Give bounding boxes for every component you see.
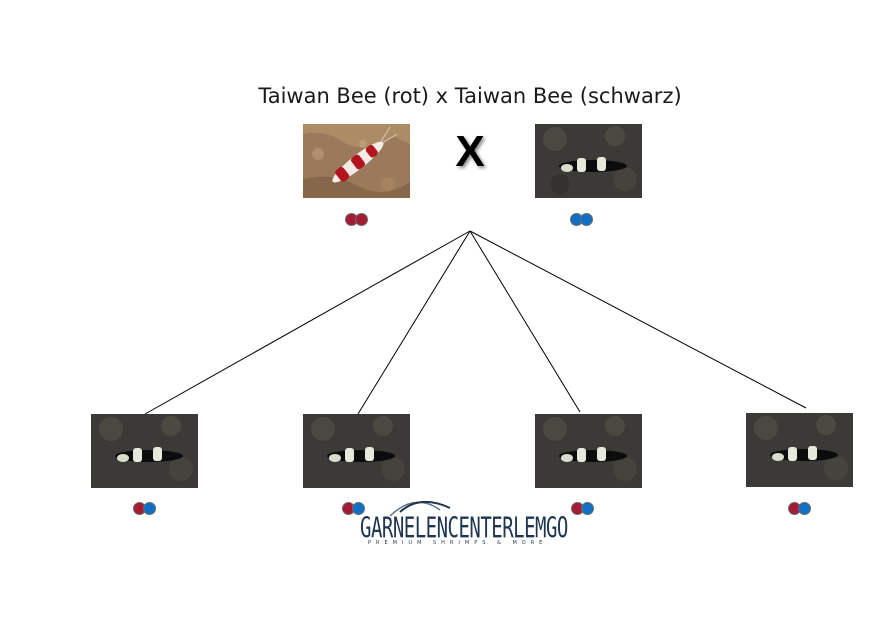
cross-symbol: X [455,127,485,176]
offspring-3-black-bee-shrimp-photo [535,414,642,488]
line-to-offspring-4 [469,230,807,409]
allele-blue [352,502,365,515]
red-bee-shrimp-photo [303,124,410,198]
offspring-1-black-bee-shrimp-photo [91,414,198,488]
garnelencenter-logo: GARNELENCENTERLEMGO PREMIUM SHRIMPS & MO… [360,490,580,550]
line-to-offspring-3 [469,230,581,413]
page-title: Taiwan Bee (rot) x Taiwan Bee (schwarz) [258,84,682,108]
offspring-4-black-bee-shrimp-photo [746,413,853,487]
line-to-offspring-2 [357,230,471,415]
logo-tagline: PREMIUM SHRIMPS & MORE [368,540,548,546]
parent-red-alleles [345,213,368,229]
logo-text: GARNELENCENTERLEMGO [360,512,568,545]
allele-blue [143,502,156,515]
line-to-offspring-1 [144,230,471,415]
parent-black-alleles [570,213,593,229]
offspring-2-black-bee-shrimp-photo [303,414,410,488]
offspring-2-alleles [342,502,365,518]
black-bee-shrimp-photo [535,124,642,198]
allele-blue [581,502,594,515]
offspring-3-alleles [571,502,594,518]
offspring-4-alleles [788,502,811,518]
allele-blue [798,502,811,515]
offspring-1-alleles [133,502,156,518]
wave-icon [389,501,451,517]
allele-red [355,213,368,226]
allele-blue [580,213,593,226]
